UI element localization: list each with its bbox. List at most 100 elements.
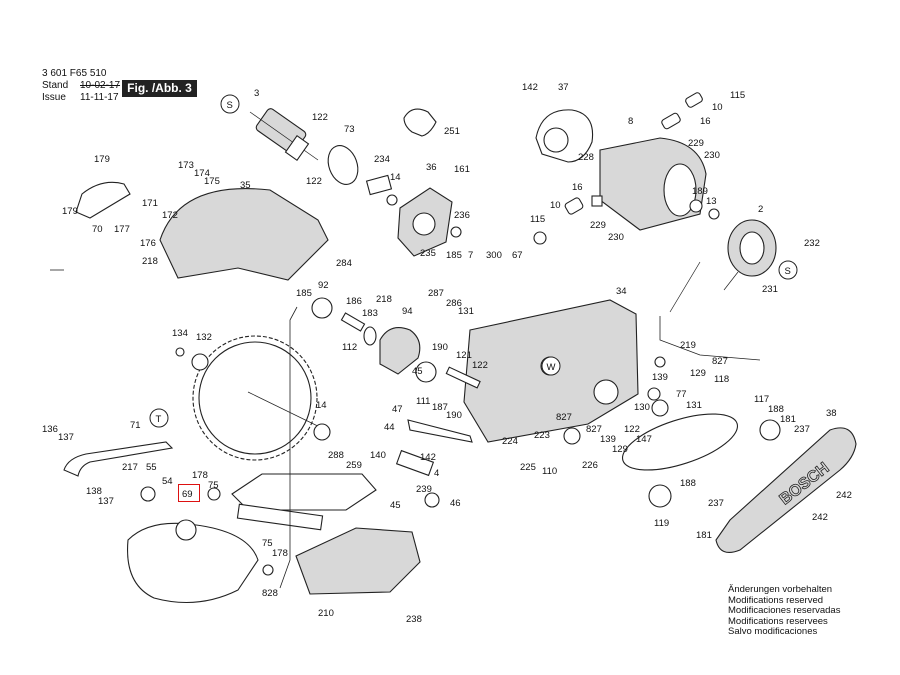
circled-letter-s-top: S — [220, 94, 240, 114]
part-number-label: 232 — [804, 238, 820, 249]
part-number-label: 172 — [162, 210, 178, 221]
guard-rod-part — [63, 441, 174, 477]
part-number-label: 177 — [114, 224, 130, 235]
part-number-label: 181 — [780, 414, 796, 425]
circled-letter-t: T — [149, 408, 169, 428]
part-number-label: 185 — [446, 250, 462, 261]
field-coil-part — [723, 219, 777, 291]
part-number-label: 134 — [172, 328, 188, 339]
part-number-label: 118 — [714, 374, 729, 385]
part-number-label: 288 — [328, 450, 344, 461]
part-number-label: 131 — [686, 400, 702, 411]
part-number-label: 828 — [262, 588, 278, 599]
part-number-label: 230 — [608, 232, 624, 243]
part-number-label: 242 — [812, 512, 828, 523]
part-number-label: 142 — [420, 452, 436, 463]
armature-part — [249, 108, 319, 161]
part-number-label: 189 — [692, 186, 708, 197]
part-number-label: 188 — [680, 478, 696, 489]
part-number-label: 70 — [92, 224, 103, 235]
part-number-label: 13 — [706, 196, 717, 207]
part-number-label: 137 — [98, 496, 114, 507]
svg-text:S: S — [785, 266, 791, 277]
part-number-label: 122 — [624, 424, 640, 435]
highlighted-part-box[interactable] — [178, 484, 200, 502]
upper-guard-part — [159, 188, 329, 281]
circled-letter-w: W — [541, 356, 561, 376]
part-number-label: 122 — [312, 112, 328, 123]
part-number-label: 38 — [826, 408, 837, 419]
part-number-label: 190 — [446, 410, 462, 421]
part-number-label: 239 — [416, 484, 432, 495]
part-number-label: 94 — [402, 306, 413, 317]
part-number-label: 67 — [512, 250, 523, 261]
part-number-label: 122 — [306, 176, 322, 187]
part-number-label: 112 — [342, 342, 357, 353]
part-number-label: 231 — [762, 284, 778, 295]
part-number-label: 115 — [530, 214, 545, 225]
part-number-label: 225 — [520, 462, 536, 473]
part-number-label: 218 — [376, 294, 392, 305]
part-number-label: 129 — [612, 444, 628, 455]
part-number-label: 73 — [344, 124, 355, 135]
issue-label: Issue — [42, 92, 66, 103]
gear-cover-part — [379, 327, 421, 375]
part-number-label: 139 — [600, 434, 616, 445]
lever-plate-part — [75, 181, 131, 219]
part-number-label: 827 — [712, 356, 728, 367]
part-number-label: 71 — [130, 420, 141, 431]
part-number-label: 130 — [634, 402, 650, 413]
part-number-label: 34 — [616, 286, 627, 297]
part-number-label: 242 — [836, 490, 852, 501]
part-number-label: 3 — [254, 88, 259, 99]
footer-note: Modifications reserved — [728, 594, 824, 606]
part-number-label: 286 — [446, 298, 462, 309]
part-number-label: 234 — [374, 154, 390, 165]
part-number-label: 75 — [262, 538, 273, 549]
brush-cover-part — [403, 108, 437, 137]
document-number: 3 601 F65 510 — [42, 68, 107, 79]
part-number-label: 77 — [676, 389, 687, 400]
part-number-label: 137 — [58, 432, 74, 443]
part-number-label: 179 — [94, 154, 110, 165]
footer-note: Salvo modificaciones — [728, 626, 818, 637]
part-number-label: 183 — [362, 308, 378, 319]
part-number-label: 187 — [432, 402, 448, 413]
part-number-label: 140 — [370, 450, 386, 461]
part-number-label: 179 — [62, 206, 78, 217]
part-number-label: 176 — [140, 238, 156, 249]
stand-date: 10-02-17 — [80, 80, 121, 91]
drive-belt-part — [621, 413, 739, 471]
svg-text:S: S — [227, 100, 233, 111]
part-number-label: 111 — [416, 396, 430, 407]
part-number-label: 178 — [192, 470, 208, 481]
part-number-label: 44 — [384, 422, 395, 433]
part-number-label: 251 — [444, 126, 460, 137]
part-number-label: 174 — [194, 168, 210, 179]
part-number-label: 55 — [146, 462, 157, 473]
part-number-label: 54 — [162, 476, 173, 487]
part-number-label: 237 — [708, 498, 724, 509]
part-number-label: 219 — [680, 340, 696, 351]
part-number-label: 161 — [454, 164, 470, 175]
figure-label: Fig. /Abb. 3 — [122, 80, 197, 97]
part-number-label: 14 — [316, 400, 327, 411]
part-number-label: 121 — [456, 350, 472, 361]
bracket-part — [365, 174, 393, 196]
part-number-label: 171 — [142, 198, 158, 209]
part-number-label: 69 — [182, 489, 193, 500]
part-number-label: 827 — [556, 412, 572, 423]
part-number-label: 117 — [754, 394, 769, 405]
part-number-label: 142 — [522, 82, 538, 93]
part-number-label: 45 — [412, 366, 423, 377]
header: 3 601 F65 510 Stand 10-02-17 Issue 11-11… — [42, 68, 242, 108]
footer-note: Modificaciones reservadas — [728, 605, 841, 616]
part-number-label: 10 — [712, 102, 723, 113]
footer-notes: Änderungen vorbehalten Modifications res… — [728, 584, 841, 638]
part-number-label: 37 — [558, 82, 569, 93]
part-number-label: 119 — [654, 518, 669, 529]
part-number-label: 230 — [704, 150, 720, 161]
part-number-label: 188 — [768, 404, 784, 415]
part-number-label: 115 — [730, 90, 745, 101]
part-number-label: 173 — [178, 160, 194, 171]
